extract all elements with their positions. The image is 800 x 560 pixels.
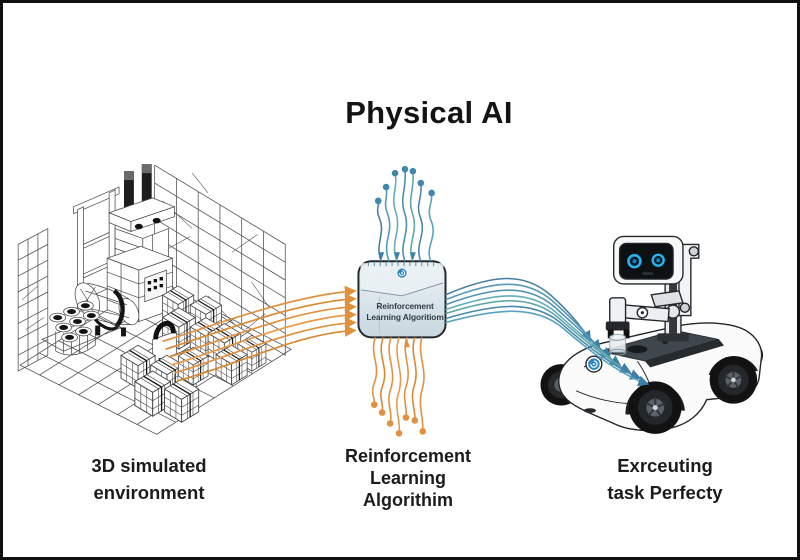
rl-chip: [357, 260, 447, 339]
action-lines-blue-right: [445, 277, 650, 387]
caption-left: 3D simulated environment: [49, 452, 249, 506]
caption-right-line2: task Perfecty: [607, 482, 723, 503]
chip-label-line1: Reinforcement: [376, 301, 434, 311]
barrels: [41, 300, 122, 356]
robot-neck-bracket: [678, 243, 700, 317]
caption-left-line2: environment: [93, 482, 205, 503]
caption-right-line1: Exrceuting: [617, 455, 713, 476]
robot-mouth: [642, 272, 654, 276]
robot-gripper-head: [605, 321, 630, 331]
robot-arm: [605, 290, 684, 356]
caption-left-line1: 3D simulated: [91, 455, 207, 476]
chip-pins: [367, 262, 435, 267]
robot-face-panel: [618, 242, 674, 280]
input-flow-lines-orange: [162, 285, 357, 382]
robot-wheel-front-right: [709, 356, 758, 404]
robot-eye-right-icon: [650, 252, 666, 268]
page-title: Physical AI: [345, 95, 513, 130]
robot-eye-left-icon: [626, 253, 643, 270]
chip-label-line2: Learning Algoritiom: [366, 311, 444, 322]
warehouse-illustration: [17, 164, 292, 435]
robot-wheel-front-left: [629, 381, 682, 434]
robot-bumper-slot: [584, 408, 596, 413]
caption-center: Reinforcement Learning Algorithim: [308, 445, 508, 511]
robot-deck-vent: [627, 345, 648, 354]
robot-upper-works: [605, 235, 700, 356]
held-cylinder: [609, 333, 627, 356]
signal-lines-blue-top: [374, 165, 435, 262]
ai-spark-icon: [397, 268, 407, 278]
robot-deck-lip: [644, 339, 725, 368]
robot-head: [612, 235, 684, 285]
chip-label: Reinforcement Learning Algoritiom: [363, 301, 447, 322]
robot-gripper-wrist: [609, 297, 627, 325]
caption-center-line3: Algorithim: [363, 490, 453, 510]
diagram-art: [17, 164, 764, 437]
chip-flap: [360, 263, 444, 296]
warehouse-left-wall: [17, 227, 49, 372]
feedback-lines-orange-bottom: [370, 337, 427, 437]
caption-center-line1: Reinforcement: [344, 446, 472, 466]
robot-logo-icon: [585, 355, 603, 373]
robot-illustration: [540, 322, 764, 434]
caption-right: Exrceuting task Perfecty: [565, 452, 765, 506]
caption-center-line2: Learning: [369, 468, 446, 488]
